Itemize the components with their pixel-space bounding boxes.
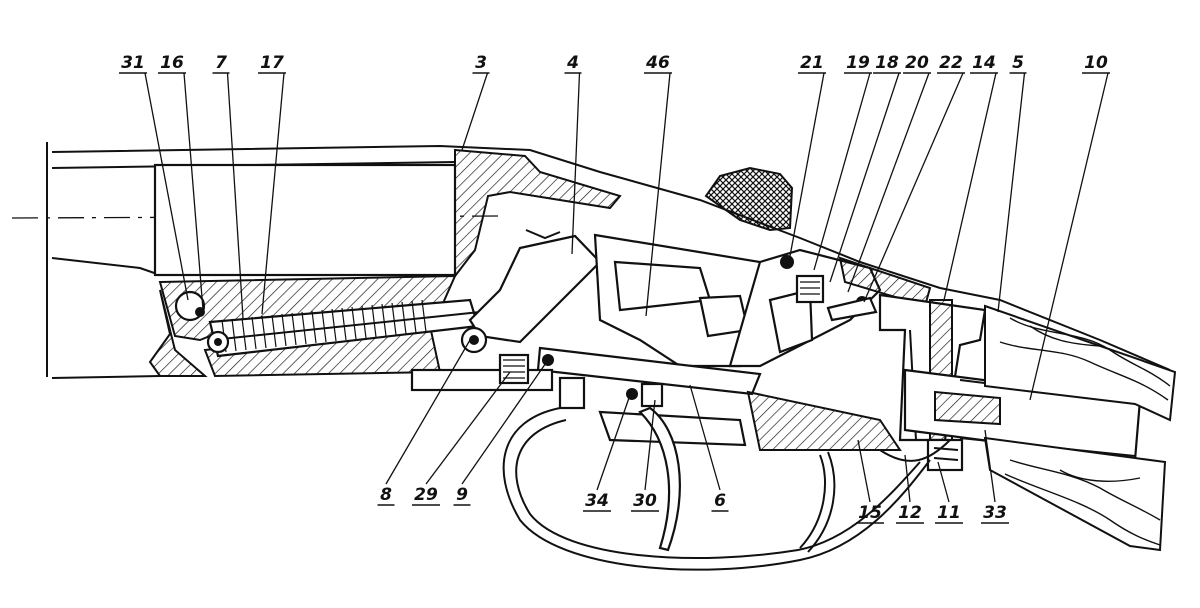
leader-line-20 [847,72,930,293]
leader-line-46 [645,72,671,317]
callout-label-15: 15 [858,503,882,523]
leader-line-30 [644,399,656,491]
leader-line-9 [461,359,549,485]
callout-label-29: 29 [414,485,438,505]
callout-label-12: 12 [898,503,922,523]
callout-label-14: 14 [972,53,996,73]
callout-label-5: 5 [1012,53,1024,73]
callout-label-3: 3 [475,53,487,73]
barrel-chamber [153,163,457,277]
callout-label-16: 16 [160,53,184,73]
callout-label-31: 31 [121,53,145,73]
leader-line-31 [144,72,189,301]
leader-line-33 [984,429,996,503]
leader-line-6 [689,384,721,491]
leader-line-11 [937,461,950,503]
leader-line-29 [425,371,511,485]
callout-label-19: 19 [846,53,870,73]
leader-line-7 [226,72,244,319]
leader-line-14 [943,72,997,301]
trigger-group [410,233,902,451]
callout-label-33: 33 [983,503,1007,523]
barrel-assembly [11,142,1171,379]
safety-thumb-piece [704,166,794,232]
leader-line-21 [789,72,825,257]
leader-line-12 [904,454,911,503]
trigger-guard [502,406,951,571]
leader-line-15 [857,439,871,503]
callout-label-46: 46 [645,53,670,73]
callout-label-10: 10 [1084,53,1108,73]
leader-line-19 [813,72,871,271]
callout-label-20: 20 [905,53,929,73]
leader-line-22 [863,72,964,303]
leader-line-4 [571,72,581,255]
callout-label-34: 34 [585,491,609,511]
callout-label-17: 17 [260,53,284,73]
callout-label-21: 21 [800,53,824,73]
callout-leader-lines [144,72,1109,503]
hammer-part-4 [460,229,611,354]
callout-label-4: 4 [566,53,579,73]
leader-line-34 [596,394,631,491]
leader-line-5 [997,72,1026,313]
callout-label-6: 6 [714,491,726,511]
sear-lever-group [728,248,932,368]
callout-label-18: 18 [875,53,899,73]
callout-label-30: 30 [633,491,657,511]
leader-line-16 [183,72,204,311]
callout-label-22: 22 [939,53,963,73]
leader-line-3 [461,72,489,151]
callout-label-9: 9 [456,485,468,505]
leader-line-18 [829,72,900,283]
leader-line-8 [385,339,471,485]
mainspring-assembly [174,290,481,358]
callout-label-7: 7 [215,53,227,73]
callout-label-8: 8 [380,485,392,505]
leader-line-17 [261,72,285,315]
leader-line-10 [1029,72,1109,401]
callout-label-11: 11 [937,503,961,523]
